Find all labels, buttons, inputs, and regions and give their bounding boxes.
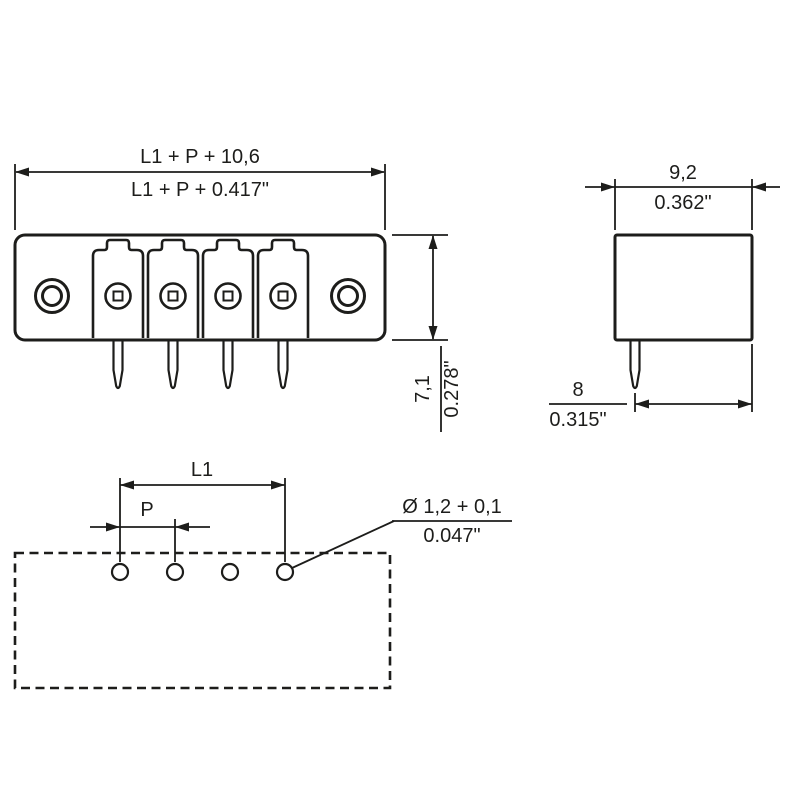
side-housing (613, 233, 754, 342)
front-view: L1 + P + 10,6 L1 + P + 0.417" 7,1 0.278" (13, 146, 463, 432)
arrow-right-icon (106, 522, 120, 532)
side-view: 9,2 0.362" 8 0.315" (549, 162, 780, 431)
arrow-left-icon (175, 522, 189, 532)
arrow-left-icon (15, 167, 29, 177)
side-depth-inch-label: 0.362" (654, 192, 711, 214)
front-pin-1 (112, 337, 124, 390)
front-width-mm-label: L1 + P + 10,6 (140, 146, 260, 168)
connector-body (13, 233, 387, 342)
l1-label: L1 (191, 459, 213, 481)
front-pin-3 (222, 337, 234, 390)
hole-dia-leader-lines (291, 520, 512, 569)
drill-plan-view: L1 P Ø 1,2 + 0,1 0.047" (13, 459, 512, 690)
side-depth-dimension-lines (585, 179, 780, 230)
arrow-down-icon (428, 326, 438, 340)
drill-hole-4 (275, 562, 295, 582)
arrow-left-icon (120, 480, 134, 490)
drill-hole-3 (220, 562, 240, 582)
side-pin-offset-mm-label: 8 (572, 379, 583, 401)
arrow-left-icon (752, 182, 766, 192)
l1-dimension-lines (119, 478, 286, 562)
terminal-2 (146, 238, 200, 340)
front-width-dimension-lines (14, 164, 386, 230)
hole-dia-inch-label: 0.047" (423, 525, 480, 547)
front-height-dimension-lines (392, 234, 448, 432)
mounting-hole-right (330, 278, 366, 314)
side-pin-offset-dimension-lines (549, 344, 753, 412)
arrow-up-icon (428, 235, 438, 249)
front-pin-2 (167, 337, 179, 390)
p-label: P (140, 499, 153, 521)
mounting-hole-left (34, 278, 70, 314)
terminal-4 (256, 238, 310, 340)
drill-hole-1 (110, 562, 130, 582)
side-pin (629, 337, 641, 390)
front-height-mm-label: 7,1 (412, 375, 434, 403)
drill-hole-2 (165, 562, 185, 582)
arrow-right-icon (738, 399, 752, 409)
front-height-inch-label: 0.278" (441, 360, 463, 417)
front-width-inch-label: L1 + P + 0.417" (131, 179, 269, 201)
arrow-right-icon (271, 480, 285, 490)
hole-dia-mm-label: Ø 1,2 + 0,1 (402, 496, 502, 518)
front-pin-4 (277, 337, 289, 390)
terminal-1 (91, 238, 145, 340)
arrow-right-icon (601, 182, 615, 192)
side-depth-mm-label: 9,2 (669, 162, 697, 184)
arrow-left-icon (635, 399, 649, 409)
terminal-3 (201, 238, 255, 340)
board-outline (13, 551, 392, 690)
arrow-right-icon (371, 167, 385, 177)
side-pin-offset-inch-label: 0.315" (549, 409, 606, 431)
